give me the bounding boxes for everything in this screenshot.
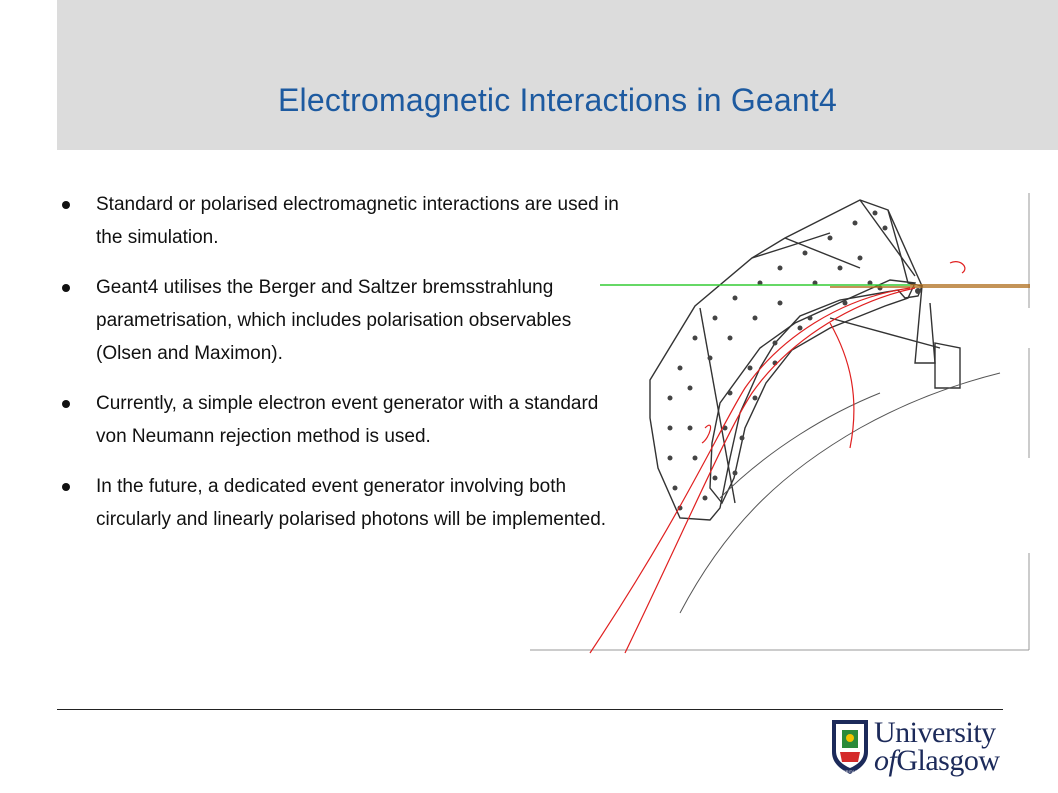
- logo-of-text: of: [874, 744, 897, 777]
- footer-divider: [57, 709, 1003, 710]
- logo-glasgow-line: ofGlasgow: [874, 744, 1000, 778]
- bullet-list: Standard or polarised electromagnetic in…: [62, 188, 622, 553]
- bullet-dot-icon: [62, 201, 70, 209]
- figure-frame: [530, 193, 1030, 651]
- bullet-item: Standard or polarised electromagnetic in…: [62, 188, 622, 254]
- slide-title: Electromagnetic Interactions in Geant4: [277, 82, 837, 118]
- magnet-outline: [649, 199, 961, 521]
- bullet-item: Currently, a simple electron event gener…: [62, 387, 622, 453]
- bullet-dot-icon: [62, 284, 70, 292]
- detector-simulation-figure: [530, 193, 1030, 654]
- bullet-text: In the future, a dedicated event generat…: [96, 476, 607, 530]
- crest-icon: VIA VERITAS VITA: [832, 720, 868, 774]
- crest-motto: VIA VERITAS VITA: [833, 769, 867, 774]
- logo-glasgow-text: Glasgow: [896, 744, 1000, 777]
- field-arcs: [679, 372, 1001, 614]
- particle-tracks: [589, 261, 966, 654]
- title-band: Electromagnetic Interactions in Geant4: [57, 0, 1058, 150]
- bullet-dot-icon: [62, 483, 70, 491]
- university-logo: VIA VERITAS VITA University ofGlasgow: [826, 716, 1006, 778]
- bolt-holes: [667, 210, 921, 511]
- bullet-text: Geant4 utilises the Berger and Saltzer b…: [96, 277, 572, 364]
- logo-university-text: University: [874, 716, 996, 749]
- bullet-dot-icon: [62, 400, 70, 408]
- bullet-text: Standard or polarised electromagnetic in…: [96, 194, 619, 248]
- bullet-item: Geant4 utilises the Berger and Saltzer b…: [62, 271, 622, 370]
- bullet-item: In the future, a dedicated event generat…: [62, 470, 622, 536]
- bullet-text: Currently, a simple electron event gener…: [96, 393, 599, 447]
- beam-lines: [600, 284, 1030, 288]
